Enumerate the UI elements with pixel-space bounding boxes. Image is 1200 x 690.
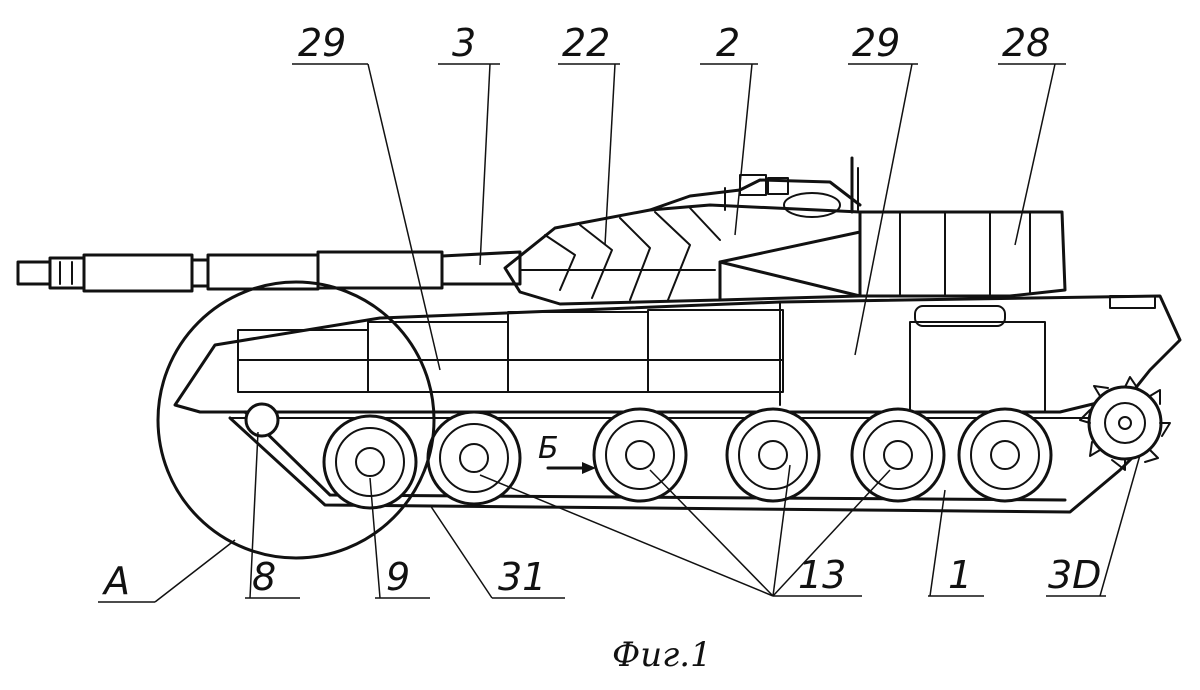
road-wheels <box>322 407 1053 510</box>
road-wheel <box>725 407 821 503</box>
hull <box>173 294 1182 414</box>
drive-sprocket <box>1079 376 1171 471</box>
label-2: 2 <box>716 21 740 65</box>
road-wheel <box>592 407 688 503</box>
road-wheel <box>426 410 522 506</box>
idler-wheel <box>244 402 280 438</box>
label-31: 31 <box>498 555 546 599</box>
label-28: 28 <box>1002 21 1050 65</box>
label-b-direction: Б <box>538 431 559 466</box>
label-a: A <box>101 559 130 603</box>
leader-lines <box>98 63 1141 603</box>
label-29-right: 29 <box>852 21 900 65</box>
label-3: 3 <box>452 21 476 65</box>
label-30: 3D <box>1048 553 1101 597</box>
detail-circle-a <box>156 280 436 560</box>
road-wheel <box>322 414 418 510</box>
label-13: 13 <box>798 553 846 597</box>
figure-caption: Фиг.1 <box>612 635 712 675</box>
label-8: 8 <box>252 555 276 599</box>
label-1: 1 <box>948 553 972 597</box>
label-22: 22 <box>562 21 610 65</box>
label-29-left: 29 <box>298 21 346 65</box>
label-9: 9 <box>386 555 410 599</box>
turret <box>503 156 1067 306</box>
road-wheel <box>850 407 946 503</box>
gun-barrel <box>16 250 522 293</box>
direction-arrow <box>546 462 596 474</box>
road-wheel <box>957 407 1053 503</box>
